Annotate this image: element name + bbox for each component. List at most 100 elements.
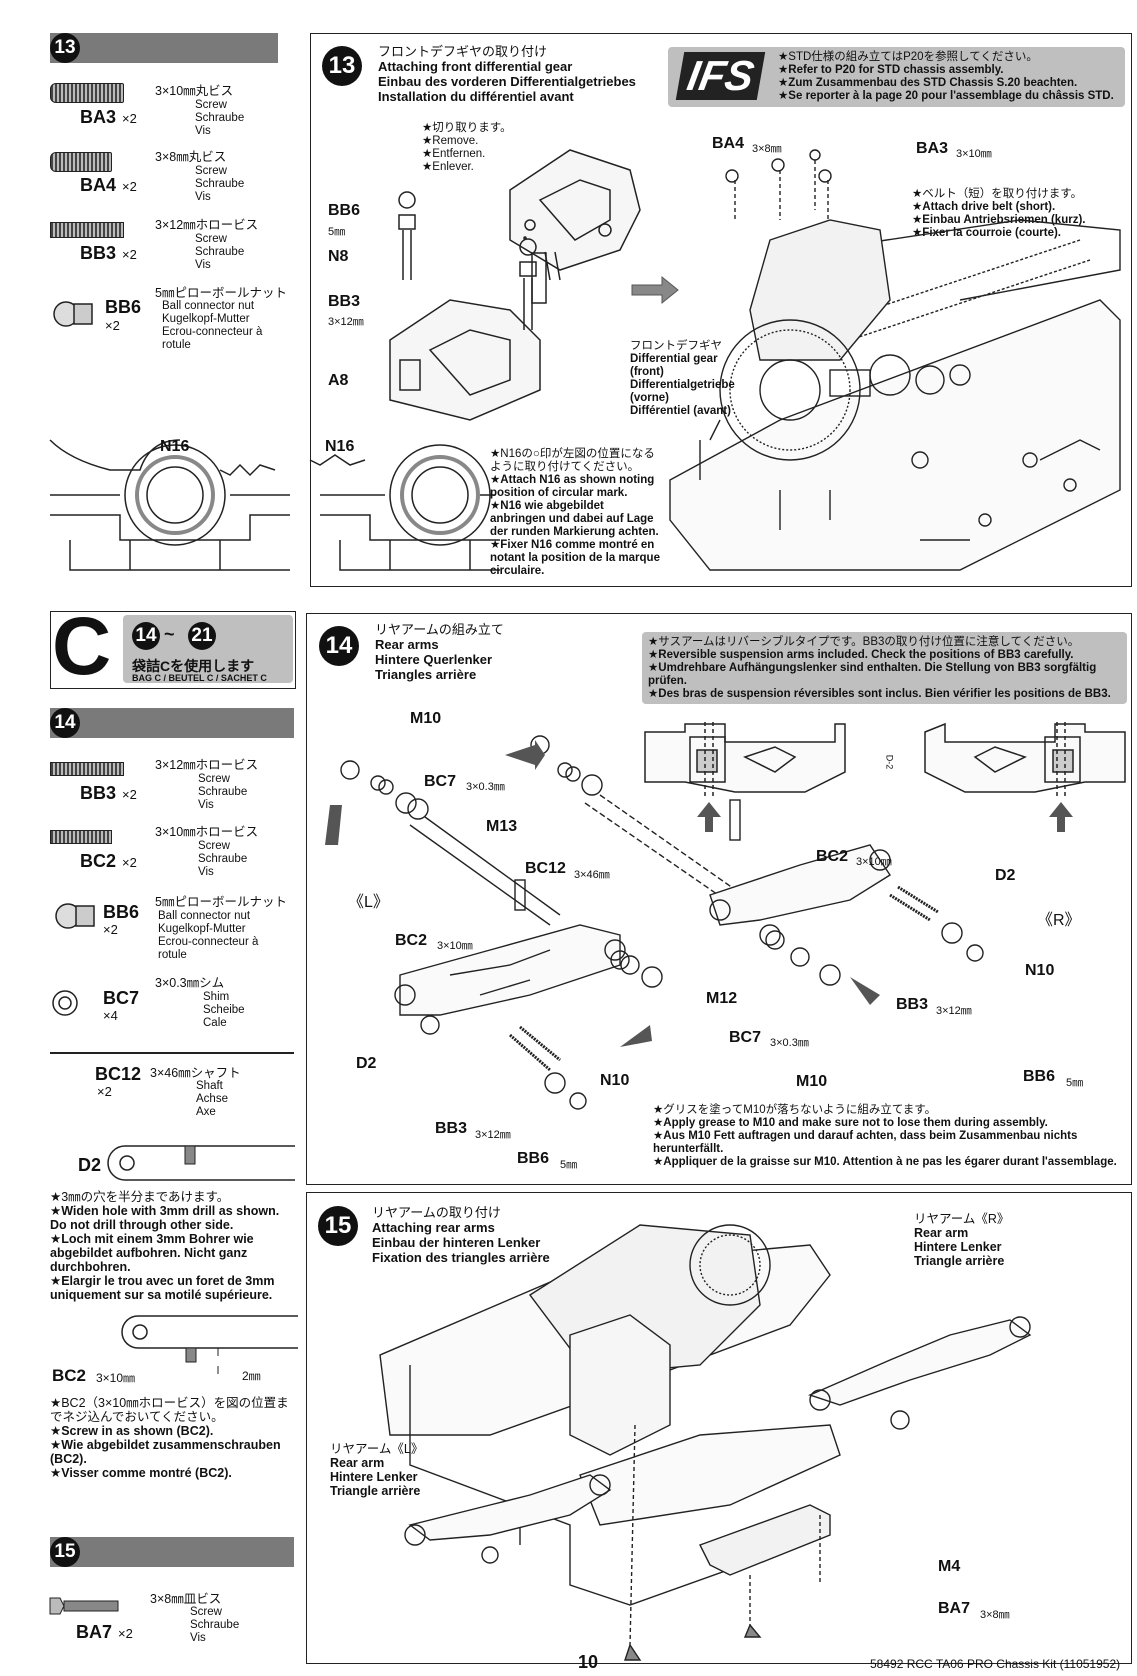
screw-icon xyxy=(50,222,124,238)
front-diff-exploded-drawing xyxy=(389,149,641,421)
n16-label: N16 xyxy=(325,438,355,455)
part-jp: 5㎜ピローボールナット xyxy=(155,286,287,300)
belt-note: ★ベルト（短）を取り付けます。★Attach drive belt (short… xyxy=(912,188,1086,239)
part-code: BC2 xyxy=(80,851,117,871)
m10-label: M10 xyxy=(410,710,442,727)
part-qty: ×2 xyxy=(118,1626,133,1641)
d2-drill-diagram xyxy=(107,1145,295,1181)
bb6-label: BB6 xyxy=(328,202,361,219)
n8-label: N8 xyxy=(328,248,349,265)
arrow-icon xyxy=(631,275,679,305)
bb6-label: BB6 xyxy=(1023,1068,1056,1085)
bc2-label: BC2 xyxy=(52,1366,87,1385)
bc12-size: 3×46㎜ xyxy=(574,869,610,881)
ba7-label: BA7 xyxy=(938,1600,971,1617)
part-code: BB3 xyxy=(80,243,117,263)
screw-icon xyxy=(50,762,124,776)
step-14-panel xyxy=(306,613,1132,1185)
reversible-notes: ★サスアームはリバーシブルタイプです。BB3の取り付け位置に注意してください。★… xyxy=(648,636,1111,700)
part-code: BC7 xyxy=(103,988,140,1008)
d2-label: D2 xyxy=(356,1055,377,1072)
part-qty: ×2 xyxy=(122,111,137,126)
bb6-size: 5㎜ xyxy=(328,226,346,238)
part-jp: 3×10㎜ホロービス xyxy=(155,825,259,839)
page-footer: 58492 RCC TA06 PRO Chassis Kit (11051952… xyxy=(870,1657,1121,1671)
part-code: BB6 xyxy=(103,902,140,922)
part-code: BA4 xyxy=(80,175,117,195)
shaft-code: BC12 xyxy=(95,1064,142,1084)
bc7-size: 3×0.3㎜ xyxy=(466,781,505,793)
part-code: BA3 xyxy=(80,107,117,127)
step-13-title: フロントデフギヤの取り付け Attaching front differenti… xyxy=(378,44,636,104)
part-jp: 3×10㎜丸ビス xyxy=(155,84,234,98)
screw-icon xyxy=(50,83,124,103)
m13-label: M13 xyxy=(486,818,518,835)
d2-label: D2 xyxy=(995,867,1016,884)
part-jp: 3×8㎜皿ビス xyxy=(150,1592,222,1606)
bb6-label: BB6 xyxy=(517,1150,550,1167)
part-jp: 3×0.3㎜シム xyxy=(155,976,225,990)
ba3-size: 3×10㎜ xyxy=(956,148,992,160)
part-qty: ×2 xyxy=(122,179,137,194)
grease-notes: ★グリスを塗ってM10が落ちないように組み立てます。★Apply grease … xyxy=(653,1104,1117,1168)
step-15-badge: 15 xyxy=(318,1206,358,1246)
bc2-dim: 2㎜ xyxy=(242,1369,261,1383)
part-code: BB3 xyxy=(80,783,117,803)
bc7-label: BC7 xyxy=(729,1029,762,1046)
step-13-badge: 13 xyxy=(322,46,362,86)
bag-c-box xyxy=(50,611,296,689)
bc7-size: 3×0.3㎜ xyxy=(770,1037,809,1049)
ba4-size: 3×8㎜ xyxy=(752,143,782,155)
bag-c-letter: C xyxy=(52,601,112,692)
section-14-bar xyxy=(50,708,294,738)
part-qty: ×2 xyxy=(122,787,137,802)
bb3-label: BB3 xyxy=(328,293,361,310)
screw-icon xyxy=(50,152,112,172)
n16-label: N16 xyxy=(160,438,190,455)
section-15-badge: 15 xyxy=(50,1537,80,1567)
arm-top-views xyxy=(644,722,1126,832)
ifs-notes: ★STD仕様の組み立てはP20を参照してください。 ★Refer to P20 … xyxy=(778,51,1114,102)
n10-label: N10 xyxy=(600,1072,630,1089)
part-jp: 5㎜ピローボールナット xyxy=(155,895,287,909)
right-marker: 《R》 xyxy=(1037,912,1081,929)
a8-label: A8 xyxy=(328,372,349,389)
part-qty: ×2 xyxy=(122,247,137,262)
ba4-label: BA4 xyxy=(712,135,745,152)
rear-chassis-drawing xyxy=(379,1224,1032,1661)
bb3-label: BB3 xyxy=(435,1120,468,1137)
bb3-size: 3×12㎜ xyxy=(328,316,364,328)
step-14-badge: 14 xyxy=(319,626,359,666)
drill-notes: ★3㎜の穴を半分まであけます。 ★Widen hole with 3mm dri… xyxy=(50,1190,280,1302)
part-jp: 3×8㎜丸ビス xyxy=(155,150,227,164)
bc2-size: 3×10㎜ xyxy=(96,1371,136,1385)
shaft-jp: 3×46㎜シャフト xyxy=(150,1066,241,1080)
bag-c-sub: BAG C / BEUTEL C / SACHET C xyxy=(132,673,267,683)
front-chassis-drawing xyxy=(669,149,1121,571)
section-13-badge: 13 xyxy=(50,33,80,63)
bc2-size: 3×10㎜ xyxy=(437,940,473,952)
rear-arms-exploded-drawing xyxy=(325,735,984,1110)
left-marker: 《L》 xyxy=(348,894,389,911)
d2-label: D2 xyxy=(78,1155,102,1175)
part-qty: ×2 xyxy=(103,922,118,937)
part-jp: 3×12㎜ホロービス xyxy=(155,218,259,232)
part-code: BA7 xyxy=(76,1622,113,1642)
m4-label: M4 xyxy=(938,1558,961,1575)
bc2-label: BC2 xyxy=(395,932,428,949)
m12-label: M12 xyxy=(706,990,738,1007)
shim-icon xyxy=(52,990,78,1016)
n16-notes: ★N16の○印が左図の位置になるように取り付けてください。 ★Attach N1… xyxy=(490,448,660,577)
m10-label: M10 xyxy=(796,1073,828,1090)
